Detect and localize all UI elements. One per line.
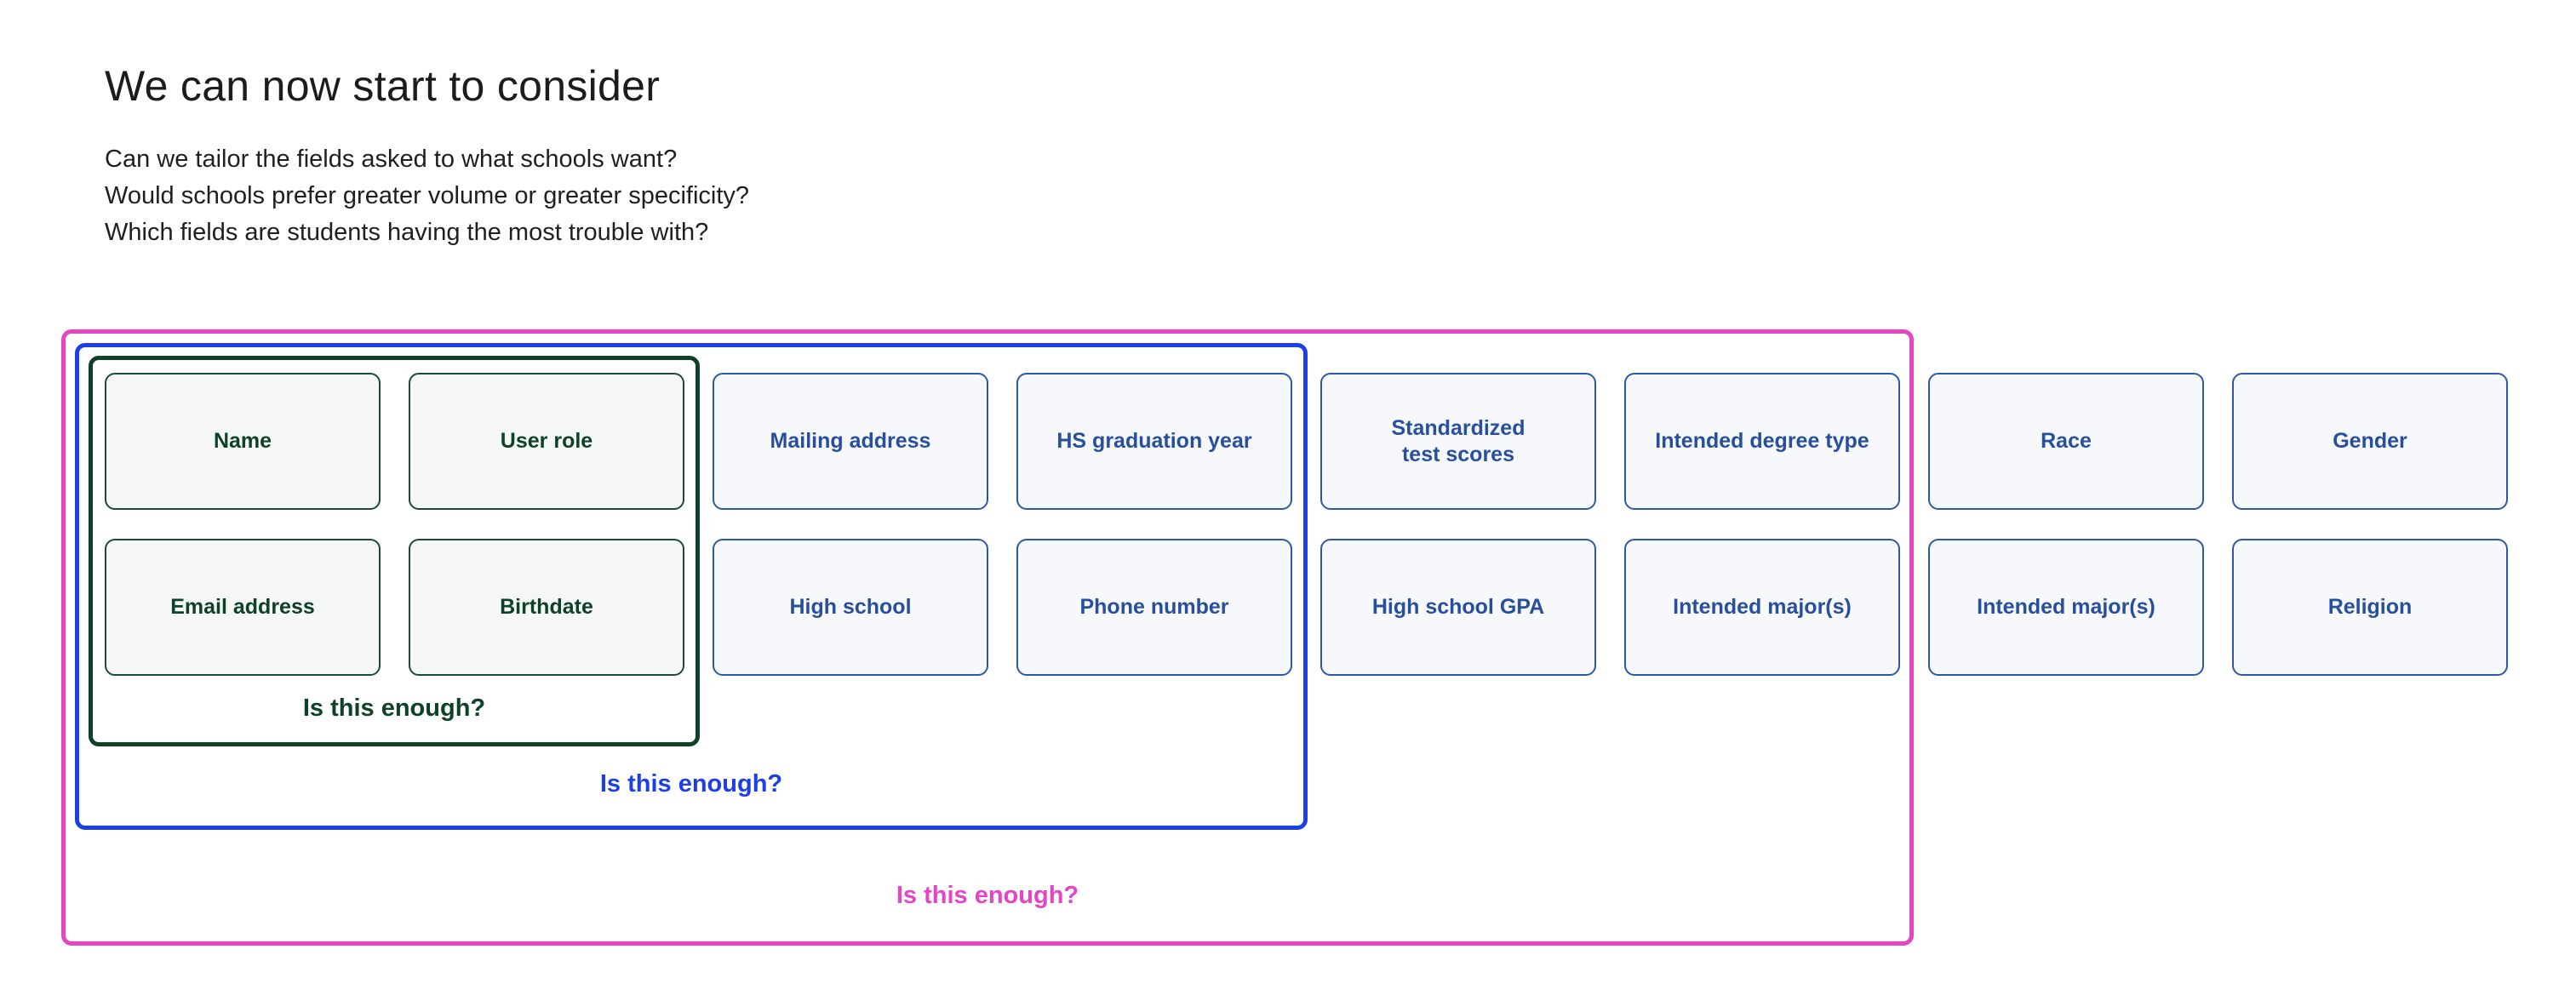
field-card-phone-number: Phone number — [1016, 539, 1292, 676]
question: Would schools prefer greater volume or g… — [105, 182, 750, 209]
green-group-outline — [89, 356, 700, 746]
blue-group-label: Is this enough? — [599, 770, 783, 797]
field-card-label: Name — [213, 429, 272, 453]
field-card-label: Mailing address — [770, 429, 931, 453]
field-card-religion: Religion — [2232, 539, 2508, 676]
field-card-mailing-address: Mailing address — [713, 373, 988, 510]
field-card-high-school: High school — [713, 539, 988, 676]
field-card-label: High school GPA — [1371, 595, 1545, 619]
field-card-label: HS graduation year — [1056, 429, 1252, 453]
field-card-label: Race — [2041, 429, 2092, 453]
field-card-label: Religion — [2327, 595, 2413, 619]
question: Can we tailor the fields asked to what s… — [105, 146, 678, 173]
field-card-birthdate: Birthdate — [409, 539, 684, 676]
field-card-hs-graduation-year: HS graduation year — [1016, 373, 1292, 510]
field-card-label: Intended major(s) — [1977, 595, 2155, 619]
field-card-standardized-test-scores: Standardized test scores — [1320, 373, 1596, 510]
field-card-intended-majors: Intended major(s) — [1624, 539, 1900, 676]
field-card-name: Name — [105, 373, 381, 510]
field-card-intended-degree-type: Intended degree type — [1624, 373, 1900, 510]
page-title: We can now start to consider — [105, 62, 661, 110]
pink-group-outline — [61, 329, 1914, 946]
field-card-label: Birthdate — [500, 595, 593, 619]
field-card-label: Intended degree type — [1655, 429, 1869, 453]
field-card-label: User role — [500, 429, 593, 453]
pink-group-label: Is this enough? — [896, 882, 1079, 909]
field-card-gender: Gender — [2232, 373, 2508, 510]
field-card-label: Email address — [170, 595, 315, 619]
field-card-label: Intended major(s) — [1673, 595, 1852, 619]
question-list: Can we tailor the fields asked to what s… — [105, 141, 749, 251]
field-card-race: Race — [1928, 373, 2204, 510]
field-card-email-address: Email address — [105, 539, 381, 676]
field-card-label: High school — [789, 595, 912, 619]
field-card-label: Gender — [2333, 429, 2407, 453]
green-group-label: Is this enough? — [302, 695, 486, 722]
field-card-label: Standardized test scores — [1391, 415, 1526, 466]
field-card-high-school-gpa: High school GPA — [1320, 539, 1596, 676]
question: Which fields are students having the mos… — [105, 219, 709, 246]
field-card-intended-majors: Intended major(s) — [1928, 539, 2204, 676]
field-card-label: Phone number — [1079, 595, 1229, 619]
blue-group-outline — [75, 343, 1308, 830]
field-card-user-role: User role — [409, 373, 684, 510]
